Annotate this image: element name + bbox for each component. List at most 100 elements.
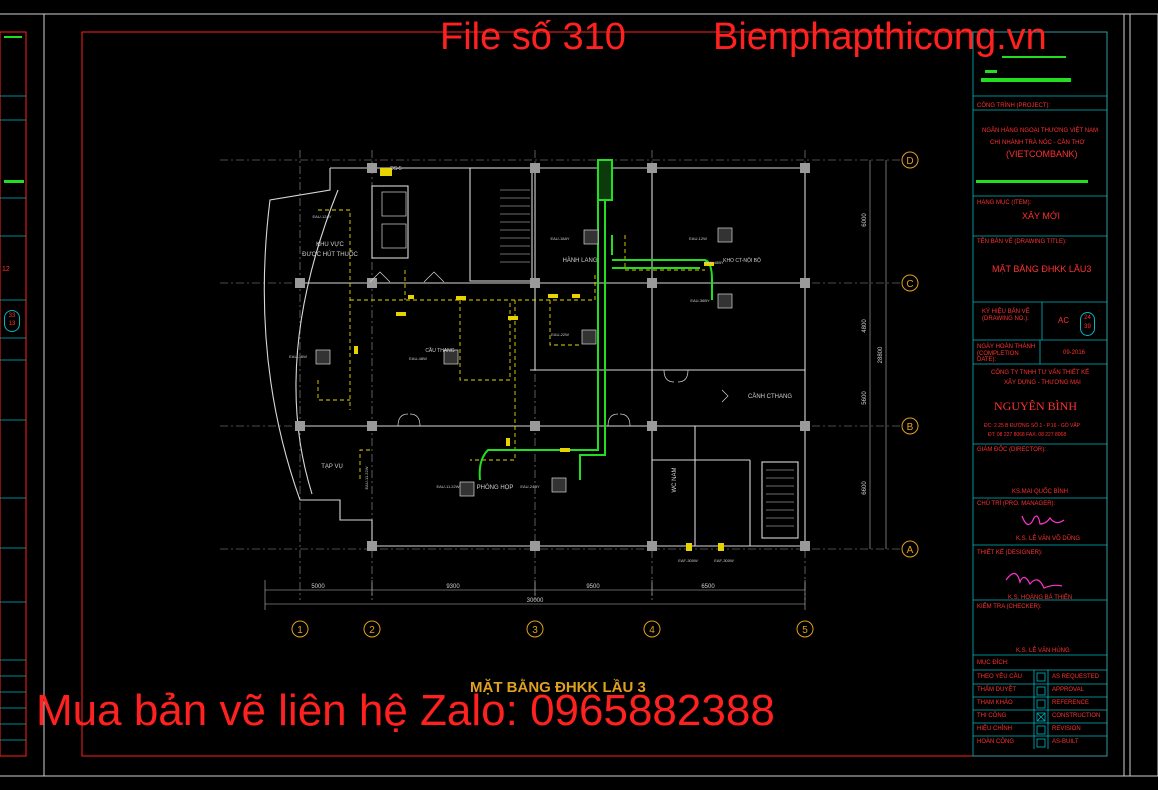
purpose-row-en: REFERENCE [1052, 700, 1090, 706]
checker-name: K.S. LÊ VĂN HÙNG [1016, 648, 1070, 654]
grid-bubble-col-5 [796, 620, 814, 638]
watermark-file-number: File số 310 [440, 16, 626, 58]
grid-bubble-row-D [901, 151, 919, 169]
columns [295, 163, 810, 551]
designer-label: THIẾT KẾ (DESIGNER): [977, 550, 1043, 556]
grid-bubble-row-A [901, 540, 919, 558]
category-value: XÂY MỚI [1022, 211, 1061, 221]
purpose-row-vn: HIỆU CHỈNH [977, 726, 1013, 732]
unit-tag: EAU-18AY [550, 236, 569, 241]
unit-tag: EAU-11.22W [436, 484, 459, 489]
grid-label-row-A: A [907, 545, 914, 556]
grid-label-col-5: 5 [802, 625, 808, 636]
grid-bubble-col-3 [526, 620, 544, 638]
room-label: ĐƯỢC HÚT THUỐC [302, 251, 358, 258]
room-label: PHÒNG HỌP [477, 484, 514, 491]
project-label: CÔNG TRÌNH (PROJECT): [977, 103, 1051, 109]
purpose-row-en: REVISION [1052, 726, 1081, 732]
indoor-units [315, 191, 733, 497]
purpose-row-vn: HOÀN CÔNG [977, 739, 1015, 745]
drawing-no-code: AC [1058, 316, 1070, 325]
room-label: DS-5 [390, 166, 402, 172]
director-name: KS.MAI QUỐC BÌNH [1012, 489, 1069, 495]
titleblock-grid [972, 31, 1108, 757]
project-line2: CHI NHÁNH TRÀ NÓC - CẦN THƠ [990, 140, 1085, 146]
grid-bubble-row-C [901, 274, 919, 292]
unit-tag: EAU-36BY [690, 298, 710, 303]
dimension-right: 5600 [862, 391, 868, 405]
exhaust-tag: EAF-300W [678, 558, 698, 563]
dimension-right-total: 28800 [878, 346, 884, 363]
titleblock-green-bars [976, 56, 1088, 183]
room-label: KHU VỰC [316, 242, 344, 248]
grid-label-row-C: C [906, 279, 913, 290]
left-strip-label-3: 13 [8, 321, 16, 327]
drawing-no-total: 39 [1084, 324, 1091, 330]
drawing-no-label: KÝ HIỆU BẢN VẼ (DRAWING NO.): [982, 309, 1030, 322]
grid-bubble-col-2 [363, 620, 381, 638]
drawing-title: MẶT BẰNG ĐHKK LẦU 3 [470, 679, 646, 696]
left-strip-bubble: 33 13 [4, 310, 20, 332]
refrigerant-lines [317, 209, 705, 480]
unit-tag: EAU-24BY [520, 484, 540, 489]
purpose-label: MỤC ĐÍCH: [977, 660, 1009, 666]
purpose-row-en: CONSTRUCTION [1052, 713, 1101, 719]
room-label: KHO CT-NỘI BỘ [723, 257, 761, 264]
room-label: CẦNH CTHANG [748, 393, 792, 400]
unit-tag: EAU-22W [551, 332, 569, 337]
signature-designer [1005, 572, 1063, 589]
signature-manager [1021, 515, 1065, 526]
room-label: HÀNH LANG [562, 257, 597, 264]
director-label: GIÁM ĐỐC (DIRECTOR): [977, 447, 1046, 453]
floor-plan [220, 150, 900, 610]
purpose-row-en: AS-BUILT [1052, 739, 1079, 745]
dimension-bottom: 5000 [311, 584, 325, 590]
unit-tag: EAU-12W [689, 236, 707, 241]
left-partial-titleblock [0, 95, 26, 741]
manager-label: CHỦ TRÌ (PRO. MANAGER): [977, 501, 1056, 507]
checker-label: KIỂM TRA (CHECKER): [977, 604, 1042, 610]
purpose-row-en: APPROVAL [1052, 687, 1084, 693]
category-label: HẠNG MỤC (ITEM): [977, 200, 1032, 206]
left-strip-label-1: 12 [2, 266, 10, 273]
purpose-row-vn: THEO YÊU CẦU [977, 674, 1022, 680]
completion-value: 09-2016 [1063, 350, 1086, 356]
drawing-title-label: TÊN BẢN VẼ (DRAWING TITLE): [977, 239, 1067, 245]
grid-label-row-B: B [907, 422, 914, 433]
grid-bubble-row-B [901, 417, 919, 435]
unit-tag: EAU-36W [289, 354, 307, 359]
project-line3: (VIETCOMBANK) [1006, 149, 1078, 159]
purpose-row-en: AS REQUESTED [1052, 674, 1100, 680]
room-label: TẠP VỤ [321, 464, 343, 470]
dimension-bottom: 9500 [586, 584, 600, 590]
company-name: NGUYÊN BÌNH [994, 399, 1077, 413]
grid-label-col-3: 3 [532, 625, 538, 636]
titleblock-checkboxes [1036, 672, 1046, 748]
dimension-right: 6000 [862, 213, 868, 227]
unit-tags [354, 168, 724, 551]
dimension-bottom: 9300 [446, 584, 460, 590]
company-addr1: ĐC: 2.25 B ĐƯỜNG SỐ 1 - P.16 - GÒ VẤP [984, 423, 1080, 429]
unit-tag: EAU-11.22W [364, 466, 369, 489]
left-strip-label-2: 33 [8, 313, 16, 319]
grid-bubble-col-4 [643, 620, 661, 638]
grid-label-col-1: 1 [297, 625, 303, 636]
purpose-row-vn: THI CÔNG [977, 713, 1007, 719]
drawing-no-sheet: 24 [1084, 315, 1091, 321]
left-partial-green-bars [4, 36, 24, 183]
company-line2: XÂY DỰNG - THƯƠNG MẠI [1004, 380, 1081, 386]
watermark-site: Bienphapthicong.vn [713, 16, 1047, 58]
exhaust-tag: EAF-300W [714, 558, 734, 563]
grid-label-col-2: 2 [369, 625, 375, 636]
grid-bubble-col-1 [291, 620, 309, 638]
company-addr2: ĐT: 08 227 8068 FAX: 08 227 8068 [988, 432, 1067, 438]
company-line1: CÔNG TY TNHH TƯ VẤN THIẾT KẾ [991, 370, 1090, 376]
dimension-lines [264, 160, 887, 610]
drawing-no-sheet-bubble: 24 39 [1080, 312, 1095, 336]
grid-label-col-4: 4 [649, 625, 655, 636]
unit-tag: EAU-12AY [312, 214, 331, 219]
purpose-row-vn: THẨM DUYỆT [977, 687, 1016, 693]
